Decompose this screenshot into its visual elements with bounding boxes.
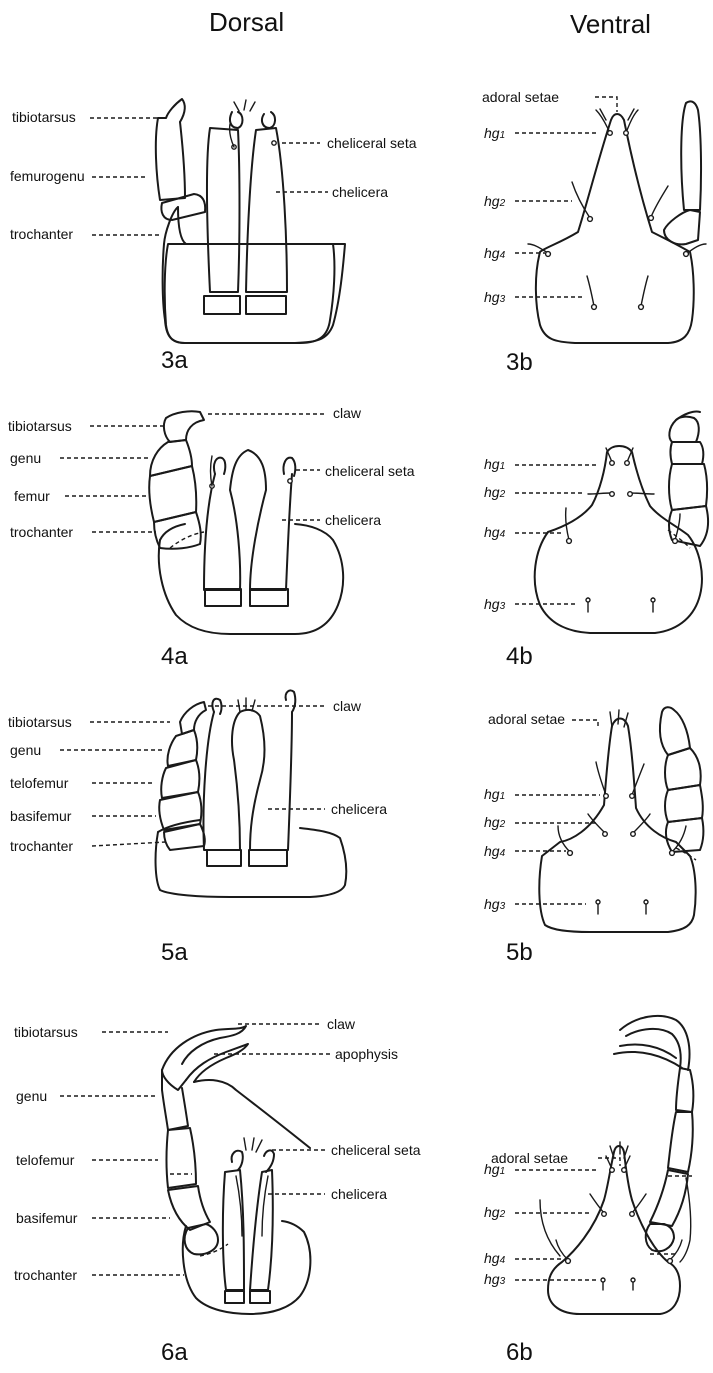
label-4b-hg3: hg3 — [484, 596, 506, 612]
label-6b-adoral-setae: adoral setae — [491, 1150, 568, 1166]
label-6a-trochanter: trochanter — [14, 1267, 77, 1283]
label-5b-hg4: hg4 — [484, 843, 506, 859]
figure-number-3b: 3b — [506, 349, 533, 376]
label-5a-basifemur: basifemur — [10, 808, 72, 824]
label-6a-genu: genu — [16, 1088, 47, 1104]
label-4b-hg1: hg1 — [484, 456, 505, 472]
label-6a-cheliceral-seta: cheliceral seta — [331, 1142, 421, 1158]
label-5b-adoral-setae: adoral setae — [488, 711, 565, 727]
label-5a-genu: genu — [10, 742, 41, 758]
label-5b-hg2: hg2 — [484, 814, 506, 830]
label-3b-hg1: hg1 — [484, 125, 505, 141]
drawing-6a — [162, 1026, 310, 1314]
label-5a-chelicera: chelicera — [331, 801, 387, 817]
label-5a-telofemur: telofemur — [10, 775, 69, 791]
figure-number-6b: 6b — [506, 1339, 533, 1366]
label-6b-hg4: hg4 — [484, 1250, 506, 1266]
label-6b-hg2: hg2 — [484, 1204, 506, 1220]
label-5a-claw: claw — [333, 698, 362, 714]
label-3b-hg2: hg2 — [484, 193, 506, 209]
label-6a-claw: claw — [327, 1016, 356, 1032]
drawing-4a — [149, 411, 343, 634]
label-6a-apophysis: apophysis — [335, 1046, 398, 1062]
label-4b-hg2: hg2 — [484, 484, 506, 500]
label-3b-adoral-setae: adoral setae — [482, 89, 559, 105]
leader-3b-adoral-setae — [595, 97, 617, 112]
label-4a-claw: claw — [333, 405, 362, 421]
label-5a-tibiotarsus: tibiotarsus — [8, 714, 72, 730]
header-ventral: Ventral — [570, 9, 651, 39]
drawing-3b — [528, 101, 706, 343]
label-3b-hg4: hg4 — [484, 245, 506, 261]
label-5a-trochanter: trochanter — [10, 838, 73, 854]
label-4a-trochanter: trochanter — [10, 524, 73, 540]
label-6a-chelicera: chelicera — [331, 1186, 387, 1202]
drawing-5a — [156, 690, 347, 897]
figure-number-4a: 4a — [161, 643, 188, 670]
drawing-5b — [539, 707, 703, 932]
label-6a-basifemur: basifemur — [16, 1210, 78, 1226]
leader-5a-trochanter — [92, 842, 166, 846]
label-4a-chelicera: chelicera — [325, 512, 381, 528]
label-3a-chelicera: chelicera — [332, 184, 388, 200]
header-dorsal: Dorsal — [209, 7, 284, 37]
label-6a-telofemur: telofemur — [16, 1152, 75, 1168]
leader-5b-adoral-setae — [572, 720, 598, 728]
label-5b-hg1: hg1 — [484, 786, 505, 802]
label-3b-hg3: hg3 — [484, 289, 506, 305]
figure-number-6a: 6a — [161, 1339, 188, 1366]
label-3a-trochanter: trochanter — [10, 226, 73, 242]
figure-number-3a: 3a — [161, 347, 188, 374]
label-3a-cheliceral-seta: cheliceral seta — [327, 135, 417, 151]
label-4a-femur: femur — [14, 488, 50, 504]
label-4a-cheliceral-seta: cheliceral seta — [325, 463, 415, 479]
label-4a-genu: genu — [10, 450, 41, 466]
figure-number-5b: 5b — [506, 939, 533, 966]
label-6a-tibiotarsus: tibiotarsus — [14, 1024, 78, 1040]
drawing-4b — [535, 411, 708, 633]
label-4a-tibiotarsus: tibiotarsus — [8, 418, 72, 434]
label-3a-tibiotarsus: tibiotarsus — [12, 109, 76, 125]
label-5b-hg3: hg3 — [484, 896, 506, 912]
label-3a-femurogenu: femurogenu — [10, 168, 85, 184]
drawing-3a — [156, 99, 345, 343]
figure-number-5a: 5a — [161, 939, 188, 966]
label-4b-hg4: hg4 — [484, 524, 506, 540]
figure-number-4b: 4b — [506, 643, 533, 670]
label-6b-hg3: hg3 — [484, 1271, 506, 1287]
